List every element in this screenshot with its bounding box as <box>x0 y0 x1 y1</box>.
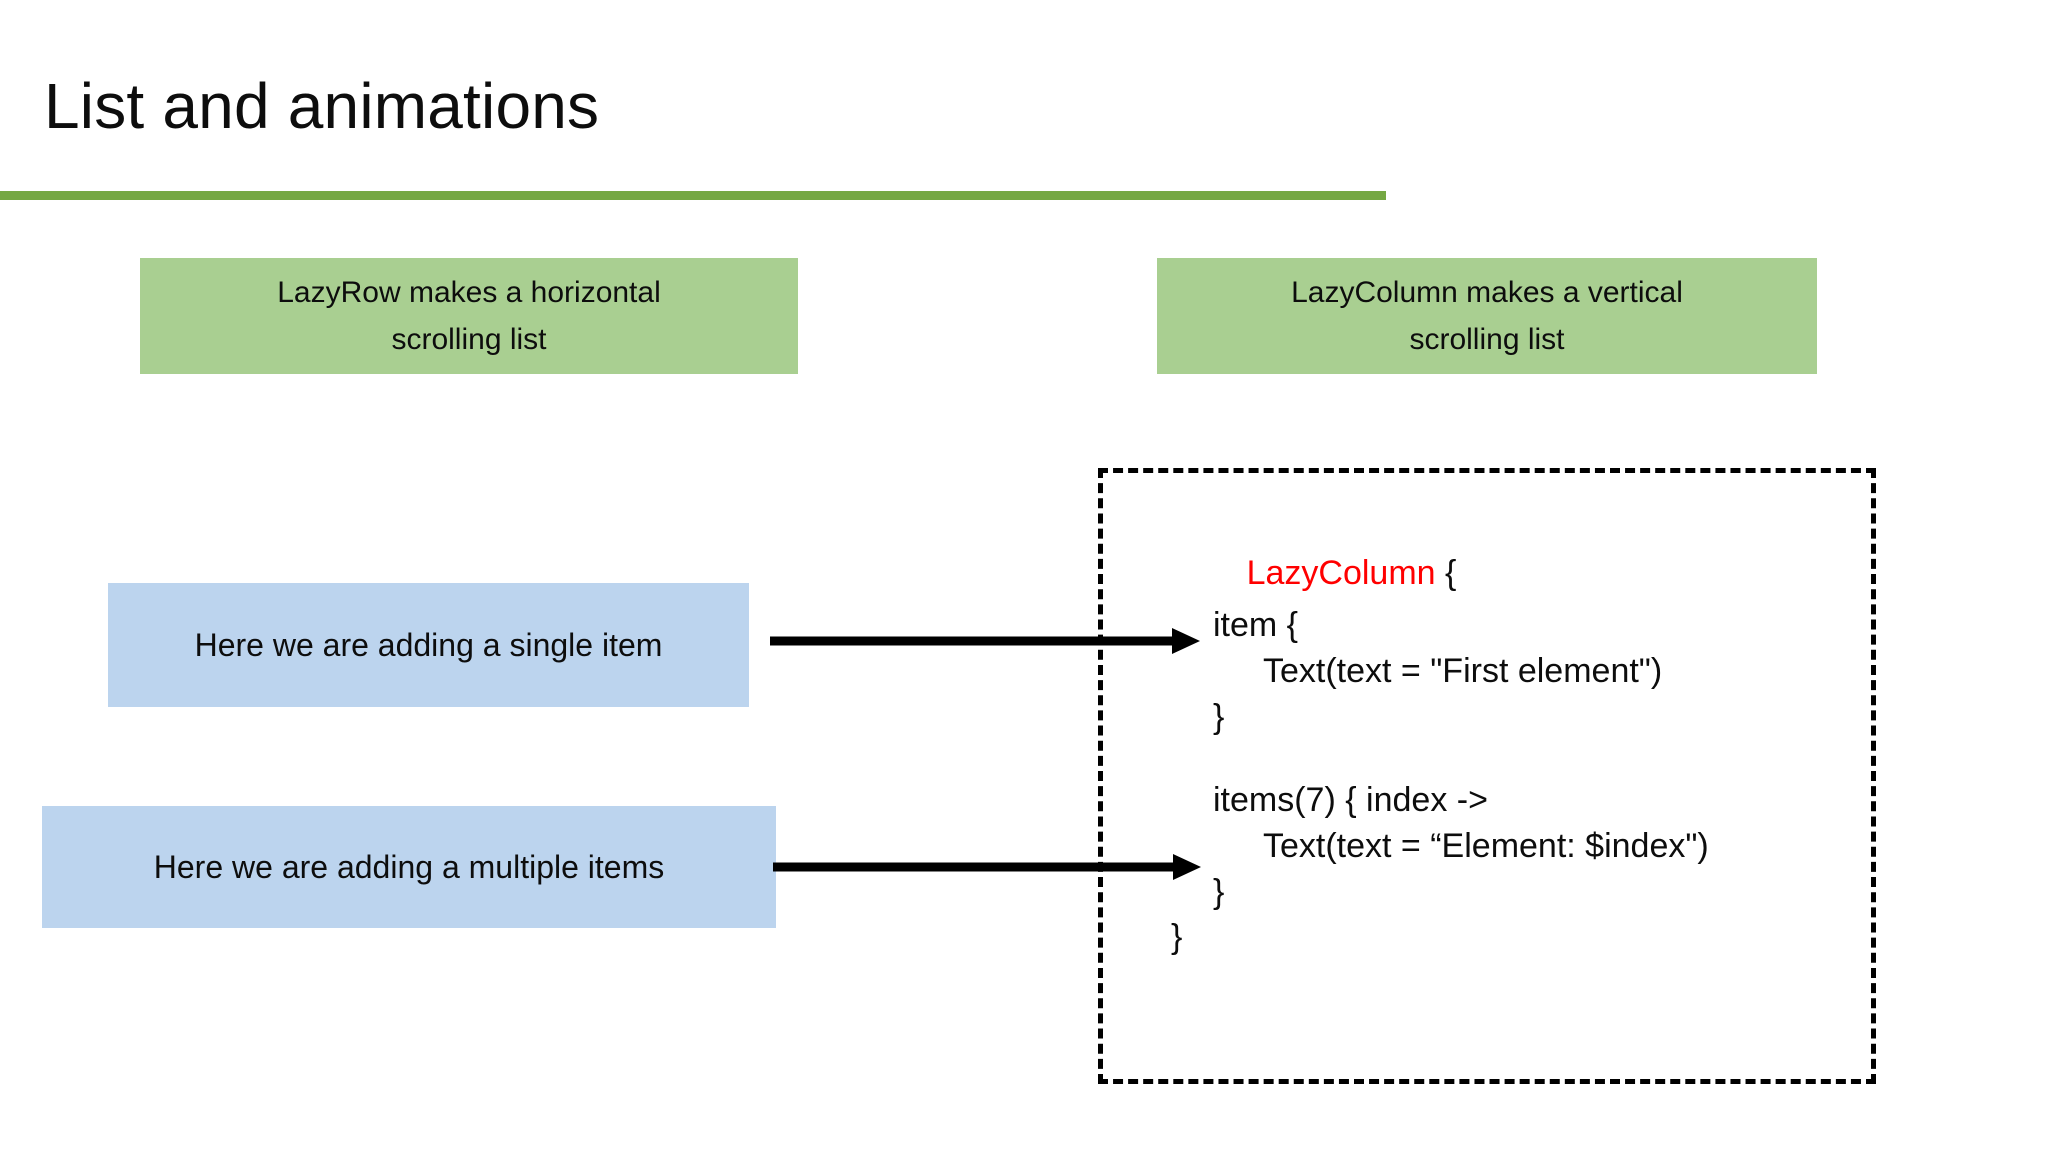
code-line-close-items: } <box>1213 873 1225 911</box>
code-line-item: item { <box>1213 606 1299 644</box>
callout-lazyrow: LazyRow makes a horizontal scrolling lis… <box>140 258 798 374</box>
code-keyword-lazycolumn: LazyColumn <box>1246 554 1436 592</box>
code-line-text-element-index: Text(text = “Element: $index") <box>1263 827 1709 865</box>
callout-lazyrow-line2: scrolling list <box>391 323 547 356</box>
callout-multiple-items: Here we are adding a multiple items <box>42 806 776 928</box>
callout-multiple-items-label: Here we are adding a multiple items <box>153 849 665 885</box>
callout-single-item-label: Here we are adding a single item <box>194 627 663 663</box>
callout-lazyrow-line1: LazyRow makes a horizontal <box>277 276 661 309</box>
code-line-text-first-element: Text(text = "First element") <box>1263 652 1663 690</box>
arrow-single-item-icon <box>770 628 1200 654</box>
callout-lazycolumn-line2: scrolling list <box>1409 323 1565 356</box>
code-panel: LazyColumn { item { Text(text = "First e… <box>1098 468 1876 1084</box>
code-line-items: items(7) { index -> <box>1213 781 1488 819</box>
callout-lazycolumn-line1: LazyColumn makes a vertical <box>1291 276 1683 309</box>
code-line-lazycolumn: LazyColumn { <box>1171 513 1457 633</box>
code-keyword-brace: { <box>1435 554 1457 592</box>
title-underline-rule <box>0 191 1386 200</box>
code-listing: LazyColumn { item { Text(text = "First e… <box>1103 473 1871 1079</box>
arrow-multiple-items-icon <box>773 854 1201 880</box>
code-line-close-item: } <box>1213 698 1225 736</box>
callout-lazycolumn: LazyColumn makes a vertical scrolling li… <box>1157 258 1817 374</box>
callout-single-item: Here we are adding a single item <box>108 583 749 707</box>
code-line-close-lazycolumn: } <box>1171 918 1183 956</box>
page-title: List and animations <box>44 70 600 142</box>
